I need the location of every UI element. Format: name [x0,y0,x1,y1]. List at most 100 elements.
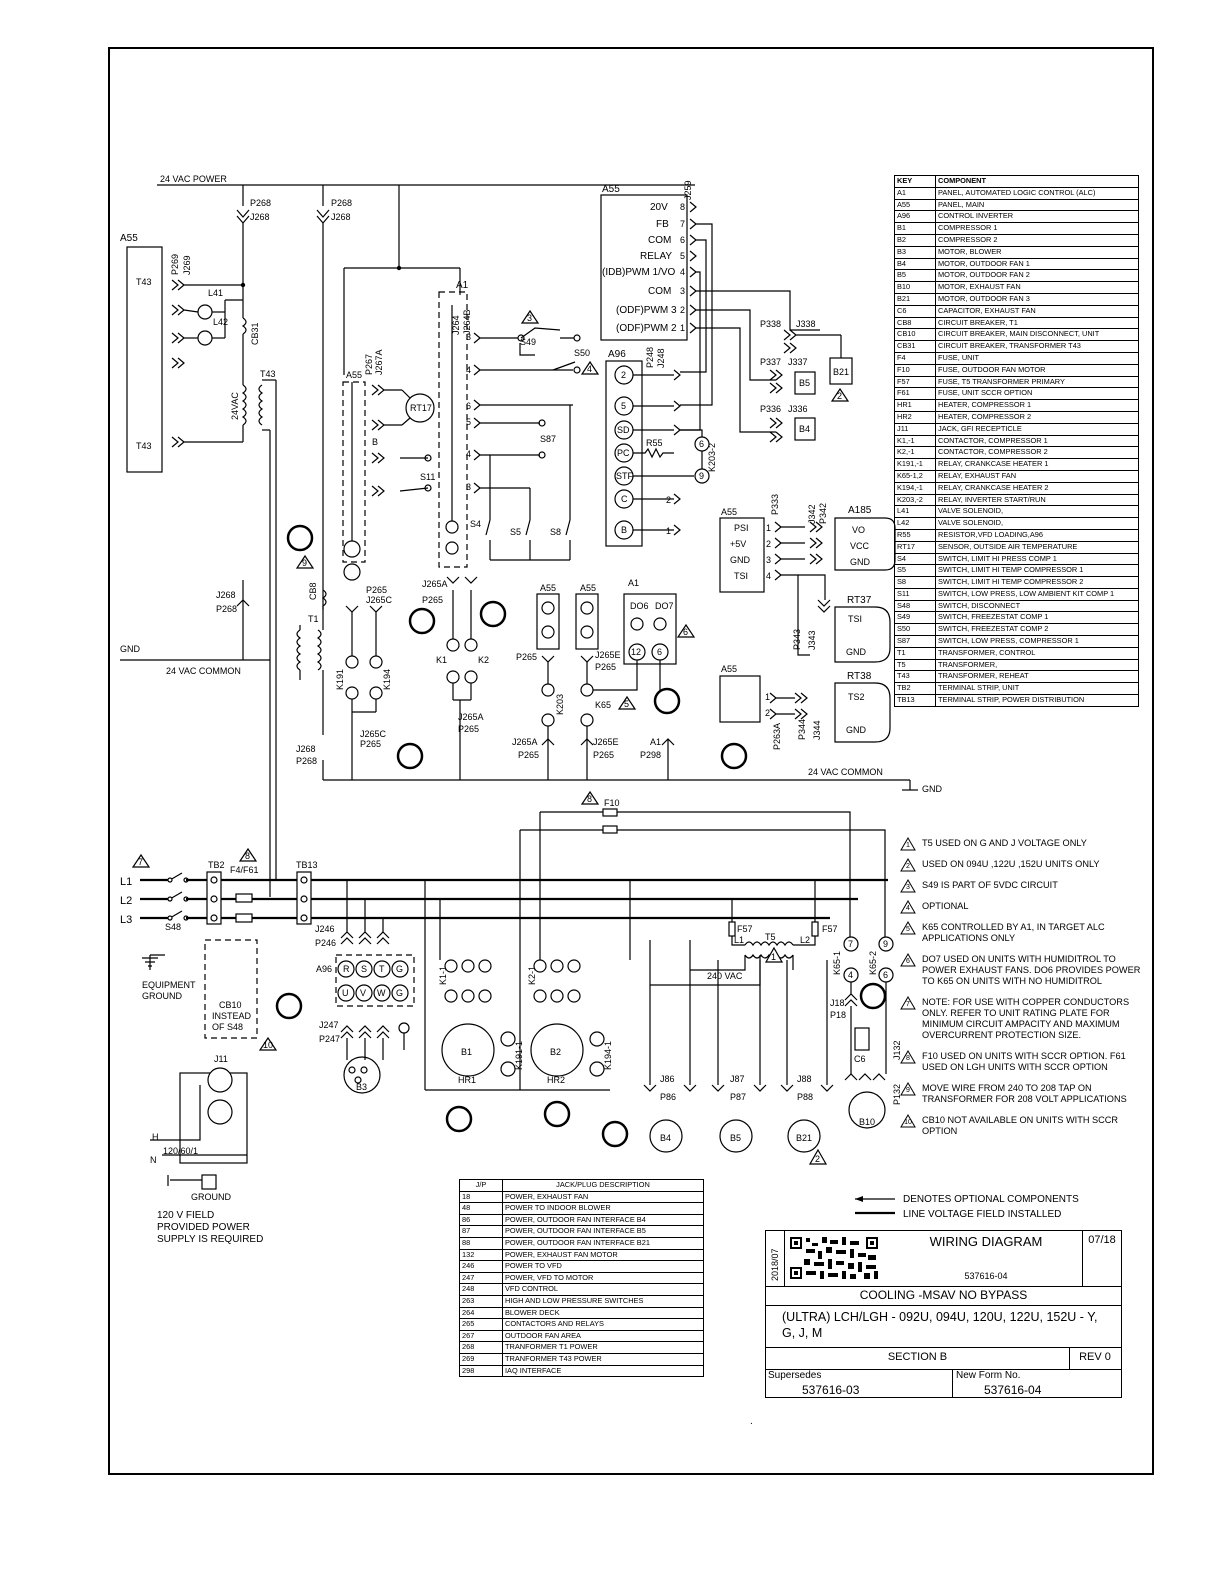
key-component: TERMINAL STRIP, POWER DISTRIBUTION [935,694,1139,707]
svg-text:3: 3 [466,482,471,492]
s49-s50-switches: S49 S50 3 4 [517,309,600,375]
supersedes-label: Supersedes [768,1370,822,1381]
p268-label: P268 [331,198,352,208]
jp-table-header: J/P JACK/PLUG DESCRIPTION [459,1179,704,1192]
key-component: CAPACITOR, EXHAUST FAN [935,304,1139,318]
key-code: T43 [894,670,936,684]
b5-label: B5 [799,378,810,388]
svg-text:7: 7 [138,857,143,867]
key-code: F4 [894,351,936,365]
title-block: 2018/07 WIRING DIAGRAM 07/18 537616-04 C… [765,1230,1122,1398]
note-text: NOTE: FOR USE WITH COPPER CONDUCTORS ONL… [922,997,1130,1040]
a55-terminal-com2: COM [648,286,671,297]
form-number: 537616-04 [964,1271,1008,1281]
j248-label: J248 [656,348,666,368]
key-code: S49 [894,611,936,625]
svg-text:1: 1 [766,523,771,533]
key-code: K191,-1 [894,458,936,471]
b3-label: B3 [356,1082,367,1092]
jp-description: POWER, VFD TO MOTOR [502,1271,704,1285]
s87-label: S87 [540,434,556,444]
svg-text:S: S [361,964,367,974]
key-component: RELAY, CRANKCASE HEATER 2 [935,481,1139,495]
f10-label: F10 [604,798,620,808]
b21-motor-label: B21 [796,1133,812,1143]
key-component: MOTOR, OUTDOOR FAN 3 [935,292,1139,306]
svg-text:5: 5 [624,699,629,709]
jp-code: 18 [459,1190,503,1204]
key-code: S5 [894,564,936,578]
qr-code [788,1235,880,1281]
svg-text:8: 8 [587,794,592,804]
p87-label: P87 [730,1092,746,1102]
key-code: A55 [894,198,936,212]
vac-common-label: 24 VAC COMMON [166,666,241,676]
key-code: T5 [894,658,936,672]
note-triangle-icon [900,858,916,872]
p298-label: P298 [640,750,661,760]
svg-text:2: 2 [621,370,626,380]
gnd-label: GND [850,557,871,567]
svg-text:4: 4 [766,571,771,581]
note-text: DO7 USED ON UNITS WITH HUMIDITROL TO POW… [922,954,1141,986]
compressor-circuits: K1-1 B1 HR1 K191-1 K2-1 B2 HR2 K194-1 [425,959,613,1091]
key-component: SWITCH, FREEZESTAT COMP 2 [935,623,1139,637]
c6-label: C6 [854,1054,866,1064]
j342-label: J342 [807,504,817,524]
p247-label: P247 [319,1034,340,1044]
note-number: 8 [906,1055,910,1062]
p88-label: P88 [797,1092,813,1102]
key-component: SWITCH, DISCONNECT [935,599,1139,613]
outdoor-fan-motors: J86 P86 B4 J87 P87 B5 J88 P88 B21 2 [643,960,834,1165]
control-power-bus: 24 VAC POWER [157,174,695,375]
note-text: T5 USED ON G AND J VOLTAGE ONLY [922,838,1087,848]
key-code: L42 [894,517,936,530]
j18-label: J18 [830,998,845,1008]
supersedes-value: 537616-03 [802,1383,860,1397]
key-code: B2 [894,233,936,247]
key-code: A96 [894,210,936,224]
t5-transformer: F57 F57 L1 L2 T5 240 VAC 1 [650,880,838,986]
svg-text:2: 2 [765,708,770,718]
j337-label: J337 [788,357,808,367]
svg-text:R: R [343,964,350,974]
key-component: SWITCH, LIMIT HI PRESS COMP 1 [935,552,1139,566]
svg-text:4: 4 [680,267,685,277]
jp-description: POWER, OUTDOOR FAN INTERFACE B21 [502,1236,704,1250]
field-supply-line: SUPPLY IS REQUIRED [157,1234,264,1245]
a55-terminal-fb: FB [656,219,669,230]
jp-description: OUTDOOR FAN AREA [502,1329,704,1343]
vac-power-label: 24 VAC POWER [160,174,227,184]
p265-label: P265 [518,750,539,760]
key-component: FUSE, UNIT [935,351,1139,365]
svg-text:7: 7 [680,219,685,229]
f57-label: F57 [822,924,838,934]
t43-coil-label: T43 [260,369,276,379]
t43-label: T43 [136,441,152,451]
key-component: SWITCH, LOW PRESS, COMPRESSOR 1 [935,635,1139,648]
a55-label: A55 [721,507,737,517]
note-number: 9 [906,1087,910,1094]
key-component: VALVE SOLENOID, [935,505,1139,519]
limit-switches: S4 S5 S8 S87 [470,405,571,561]
key-code: B1 [894,222,936,235]
jp-description: TRANFORMER T1 POWER [502,1341,704,1354]
